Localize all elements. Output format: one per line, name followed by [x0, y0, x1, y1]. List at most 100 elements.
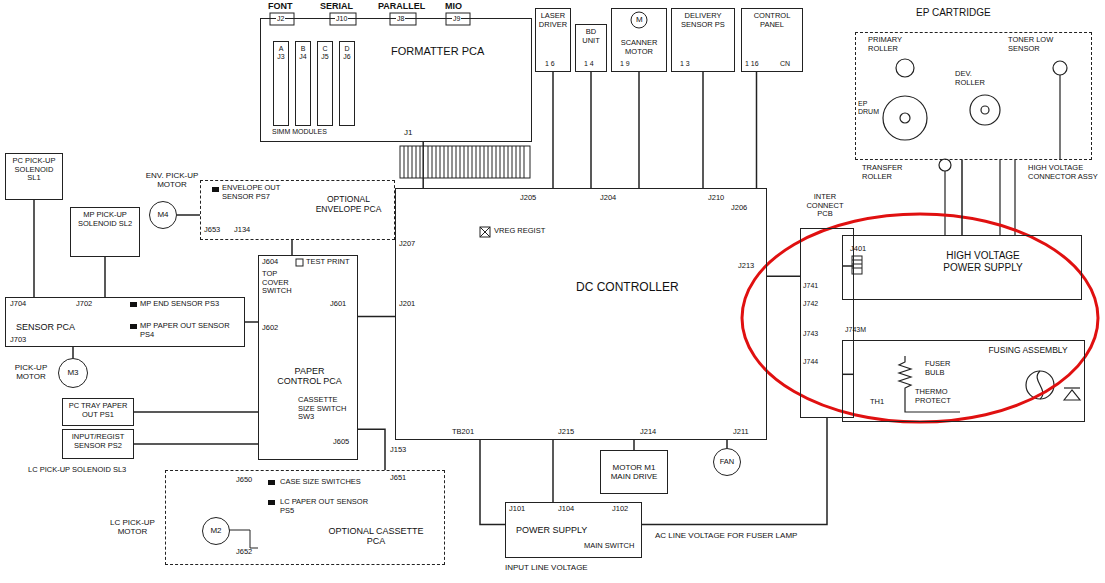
part-label: J401 [850, 245, 866, 254]
part-label: J104 [558, 505, 574, 514]
part-label: TRANSFER ROLLER [862, 164, 917, 181]
part-label: TOP COVER SWITCH [262, 270, 304, 296]
motor-circle: LC PICK-UP MOTORM2 [202, 517, 230, 545]
part-label: J8 [396, 15, 405, 23]
sensor-symbols [130, 187, 275, 505]
wire-bundle [134, 443, 258, 445]
connector-block [330, 13, 356, 25]
node-heading: PICK-UP MOTOR [6, 363, 56, 381]
part-label: J101 [509, 505, 525, 514]
wire-bundle [33, 200, 35, 297]
part-label: J205 [520, 194, 536, 203]
wire-bundle [245, 321, 258, 323]
wire-bundle [358, 429, 385, 470]
node-text: J6 [343, 53, 350, 61]
part-label: TONER LOW SENSOR [1008, 36, 1078, 53]
ribbon-connector [400, 146, 530, 178]
vreg-symbol [480, 227, 490, 237]
simm-slot: BJ4 [295, 41, 311, 126]
node-text: A [279, 45, 284, 53]
node-text: INPUT/REGIST SENSOR PS2 [65, 433, 131, 450]
wire-bundle [358, 316, 395, 318]
part-label: ENVELOPE OUT SENSOR PS7 [222, 184, 294, 201]
main-drive-box: MOTOR M1MAIN DRIVE [600, 450, 668, 494]
wire-bundle [842, 265, 854, 267]
part-label: J743M [845, 326, 866, 334]
node-text: SENSOR PCA [16, 322, 75, 332]
node-text: B [301, 45, 306, 53]
solenoid-box: PC PICK-UP SOLENOID SL1 [5, 153, 63, 200]
node-text: FAN [720, 458, 735, 467]
interconnect-board: INTER CONNECT PCB [800, 228, 854, 418]
part-label: J210 [708, 194, 724, 203]
wire-bundle [842, 374, 854, 376]
part-label: J1 [404, 128, 412, 137]
part-label: J601 [330, 300, 346, 309]
part-label: FUSER BULB [925, 360, 967, 377]
wire-bundle [552, 72, 554, 188]
node-text: PC PICK-UP SOLENOID SL1 [8, 157, 60, 183]
formatter-board: FORMATTER PCAAJ3BJ4CJ5DJ6 [260, 18, 532, 142]
part-label: SIMM MODULES [272, 128, 327, 136]
part-label: DEV. ROLLER [955, 70, 997, 87]
part-label: MIO [445, 1, 462, 11]
node-text: C [322, 45, 327, 53]
motor-circle: ENV. PICK-UP MOTORM4 [149, 201, 177, 229]
part-label: J153 [390, 446, 406, 455]
part-label: J10 [335, 15, 348, 23]
node-text: OPTIONAL ENVELOPE PCA [306, 195, 391, 215]
node-heading: INTER CONNECT PCB [801, 193, 849, 219]
node-heading: EP CARTRIDGE [916, 7, 991, 19]
wire-bundle [702, 72, 704, 188]
node-text: MAIN DRIVE [611, 472, 658, 481]
wire-bundle [590, 72, 592, 188]
part-label: J213 [738, 262, 754, 271]
connector-block [390, 13, 416, 25]
part-label: TEST PRINT [306, 258, 351, 267]
node-text: PC TRAY PAPER OUT PS1 [65, 402, 131, 419]
connector-block [270, 13, 294, 25]
part-label: INPUT LINE VOLTAGE [505, 563, 588, 572]
node-text: DC CONTROLLER [576, 281, 679, 295]
node-text: MOTOR M1 [613, 463, 656, 472]
node-text: J5 [321, 53, 328, 61]
part-label: J214 [640, 428, 656, 437]
node-text: CONTROL PANEL [744, 12, 800, 29]
wire-bundle [756, 72, 758, 188]
wire-bundle [480, 440, 505, 524]
part-label: J211 [733, 428, 749, 437]
part-label: VREG REGIST [494, 227, 545, 236]
node-text: FORMATTER PCA [391, 45, 484, 58]
part-label: J604 [262, 258, 278, 267]
part-label: J702 [76, 300, 92, 309]
highlight-ellipse [742, 214, 1098, 422]
part-label: MP END SENSOR PS3 [140, 300, 219, 309]
part-label: MP PAPER OUT SENSOR PS4 [140, 322, 235, 339]
wire-bundle [633, 440, 635, 450]
part-label: J605 [333, 438, 349, 447]
cartridge-rollers [883, 59, 1067, 235]
power-supply-box: HIGH VOLTAGE POWER SUPPLY [842, 235, 1082, 300]
part-label: J2 [276, 15, 285, 23]
part-label: 1 4 [584, 60, 594, 68]
wire-bundle [291, 240, 293, 255]
wire-bundle [422, 142, 424, 188]
sensor-box: INPUT/REGIST SENSOR PS2 [62, 429, 134, 459]
part-label: CASE SIZE SWITCHES [280, 478, 361, 487]
part-label: J651 [390, 474, 406, 483]
part-label: J742 [803, 300, 818, 308]
wire-bundle [638, 72, 640, 188]
node-text: MP PICK-UP SOLENOID SL2 [73, 211, 137, 228]
part-label: J704 [10, 300, 26, 309]
part-label: LC PICK-UP SOLENOID SL3 [28, 466, 126, 475]
node-text: LASER DRIVER [538, 12, 568, 29]
part-label: HIGH VOLTAGE CONNECTOR ASSY [1028, 164, 1098, 181]
part-label: J134 [234, 226, 250, 235]
wire-bundle [961, 160, 963, 235]
part-label: J201 [399, 300, 415, 309]
part-label: MAIN SWITCH [584, 542, 634, 551]
node-text: M3 [67, 368, 78, 377]
node-text: BD UNIT [578, 28, 604, 45]
part-label: J744 [803, 358, 818, 366]
part-label: LC PAPER OUT SENSOR PS5 [280, 498, 375, 515]
